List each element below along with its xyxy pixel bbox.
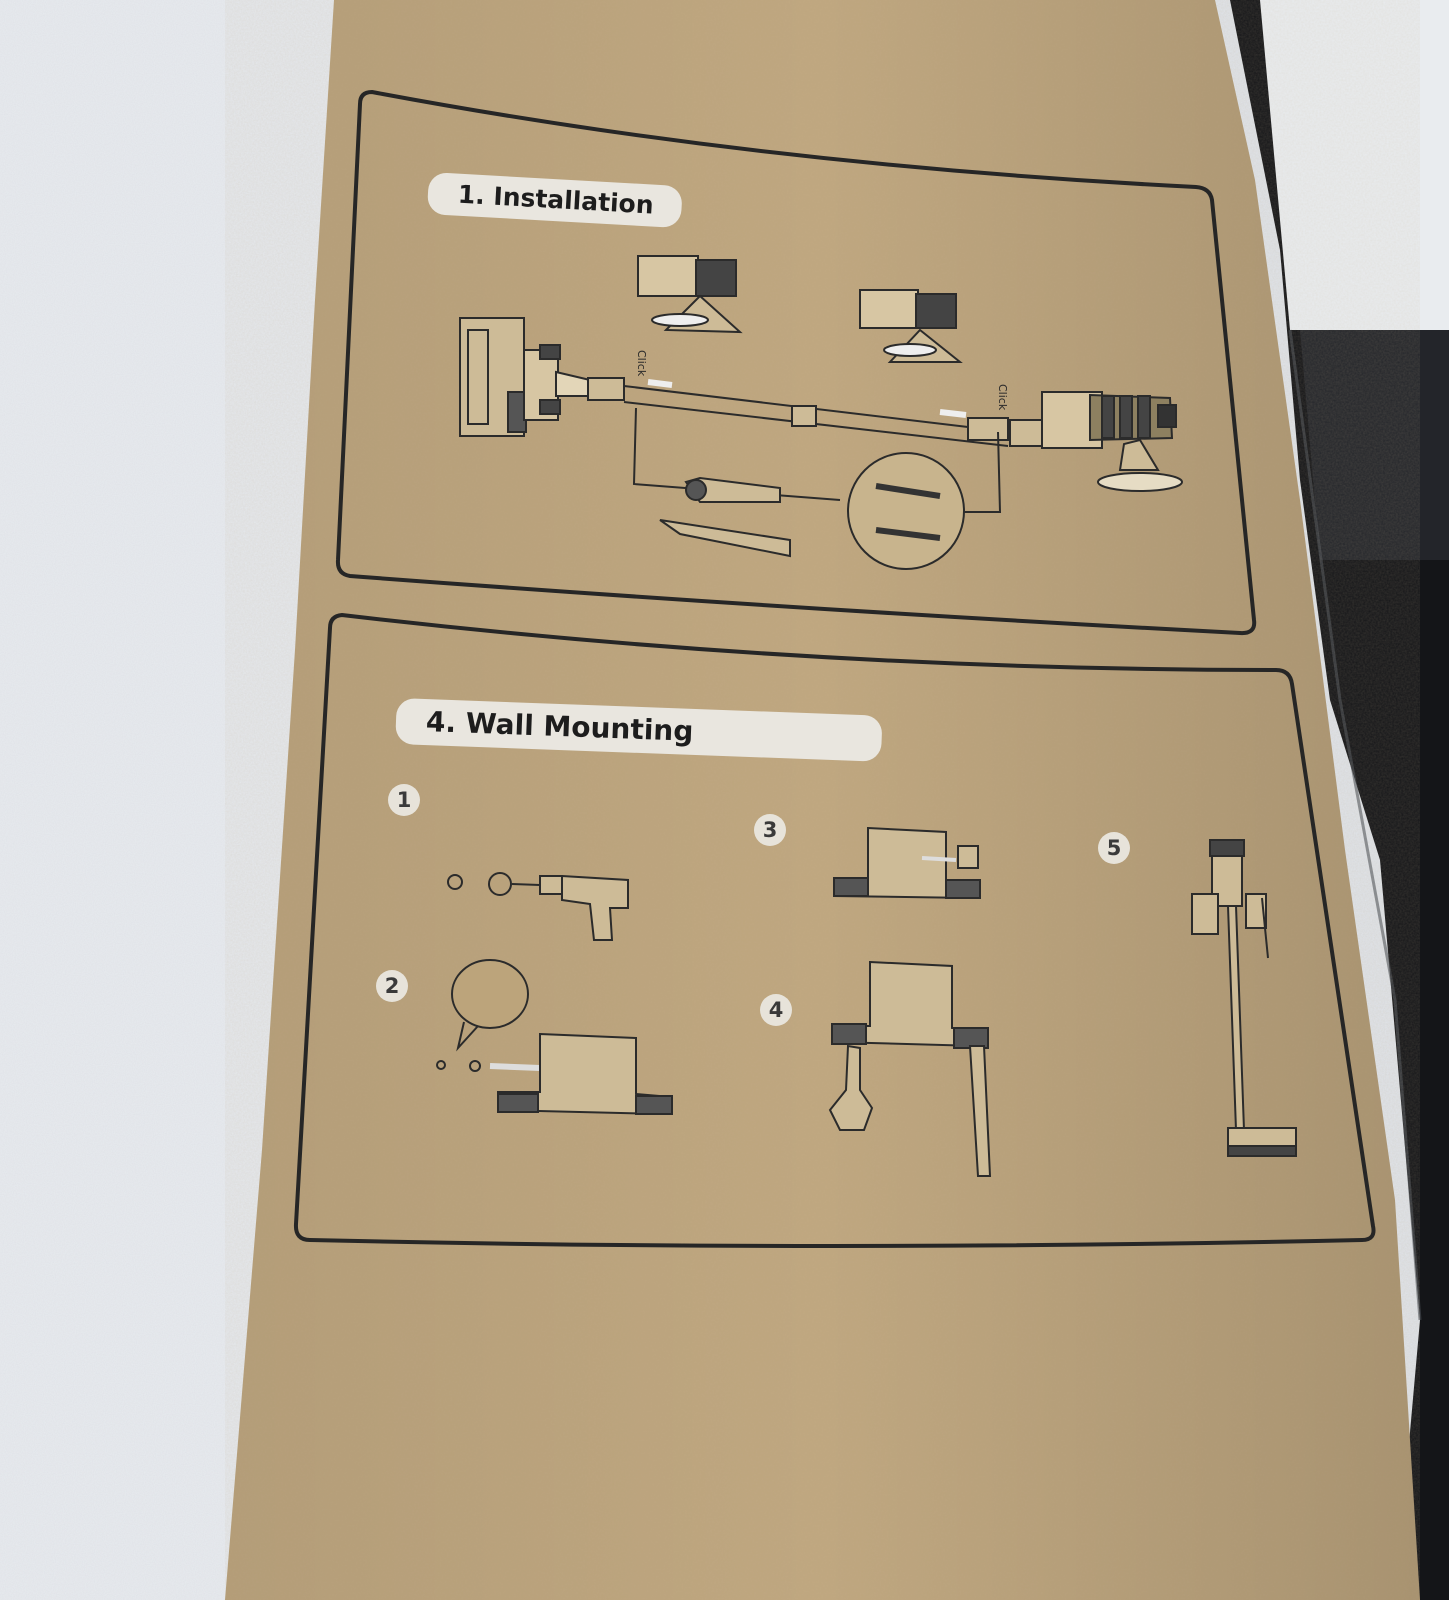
wall-mounting-panel-border: [293, 612, 1376, 1248]
click-label-right: Click: [996, 384, 1009, 411]
dark-plastic-edge: [1230, 0, 1449, 1600]
step3-bracket-illustration: [833, 826, 981, 900]
step-number-2: 2: [376, 970, 408, 1002]
step-number-1: 1: [388, 784, 420, 816]
step-number-5: 5: [1098, 832, 1130, 864]
click-label-left: Click: [635, 350, 648, 377]
detail-zoom-circle: [847, 452, 965, 570]
step1-drill-illustration: [447, 872, 629, 941]
floor-brush-illustration: [459, 317, 625, 437]
wall-mounting-diagram: [436, 826, 1297, 1177]
step4-bracket-with-tools-illustration: [828, 960, 992, 1177]
step5-mounted-vacuum-illustration: [1191, 839, 1297, 1157]
handheld-unit-top-right: [859, 289, 963, 363]
step-number-4: 4: [760, 994, 792, 1026]
step-number-3: 3: [754, 814, 786, 846]
installation-diagram: [459, 255, 1183, 570]
accessory-tools: [659, 476, 791, 558]
handheld-vacuum-illustration: [1009, 391, 1183, 492]
step2-bracket-illustration: [436, 959, 673, 1116]
handheld-unit-top-left: [637, 255, 743, 334]
installation-panel-border: [335, 89, 1257, 636]
